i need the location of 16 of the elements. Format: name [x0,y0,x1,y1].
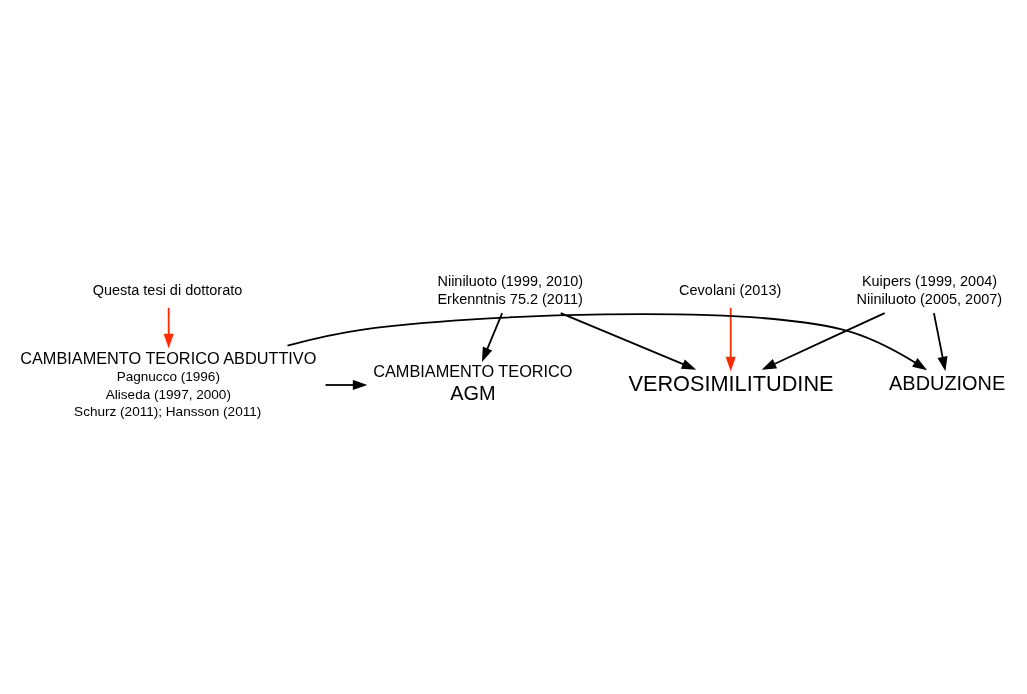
node-text: Cevolani (2013) [679,281,782,298]
node-text: Niiniluoto (1999, 2010) Erkenntnis 75.2 (2011) [437,272,584,307]
node-text: CAMBIAMENTO TEORICO AGM [373,362,573,405]
arrow [933,312,948,372]
arrow [725,306,736,372]
arrow [481,312,504,362]
arrow [761,312,886,370]
node-text: ABDUZIONE [889,372,1006,395]
arrow [286,313,928,371]
arrow [559,312,697,370]
arrow [163,306,174,349]
node-text: Questa tesi di dottorato [92,281,243,298]
node-text: CAMBIAMENTO TEORICO ABDUTTIVO Pagnucco (1996) Aliseda (1997, 2000) Schurz (2011); Hansson (2011) [20,348,317,419]
arrow [324,379,368,391]
node-text: Kuipers (1999, 2004) Niiniluoto (2005, 2007) [856,272,1003,307]
node-text: VEROSIMILITUDINE [628,370,834,396]
